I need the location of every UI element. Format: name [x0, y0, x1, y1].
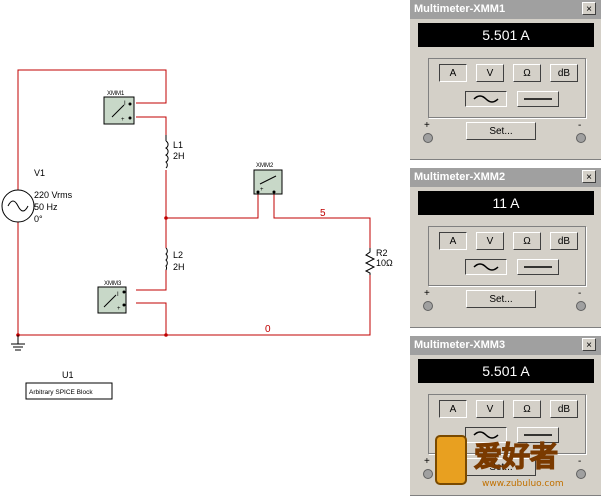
watermark-text: 爱好者: [474, 440, 558, 473]
ohm-button[interactable]: Ω: [513, 64, 541, 82]
dc-button[interactable]: [517, 427, 559, 443]
dc-line-icon: [524, 266, 552, 268]
u1-block: [25, 382, 113, 400]
amp-button[interactable]: A: [439, 64, 467, 82]
plus-terminal[interactable]: [423, 133, 433, 143]
window-title: Multimeter-XMM3: [414, 339, 506, 351]
svg-text:+: +: [117, 306, 121, 312]
db-button[interactable]: dB: [550, 400, 578, 418]
multimeter-xmm2-symbol: +: [253, 169, 283, 195]
minus-terminal[interactable]: [576, 469, 586, 479]
source-frequency: 50 Hz: [34, 202, 58, 212]
window-title: Multimeter-XMM1: [414, 3, 506, 15]
minus-terminal[interactable]: [576, 301, 586, 311]
watermark-logo: 爱好者 www.zubuluo.com: [432, 430, 597, 492]
title-bar[interactable]: Multimeter-XMM3 ×: [410, 336, 601, 355]
amp-button[interactable]: A: [439, 400, 467, 418]
source-name: V1: [34, 168, 45, 178]
l2-value: 2H: [173, 262, 185, 272]
source-phase: 0°: [34, 214, 43, 224]
set-button[interactable]: Set...: [466, 290, 536, 308]
title-bar[interactable]: Multimeter-XMM1 ×: [410, 0, 601, 19]
minus-terminal[interactable]: [576, 133, 586, 143]
minus-sign: -: [578, 120, 582, 131]
db-button[interactable]: dB: [550, 64, 578, 82]
ac-button[interactable]: [465, 259, 507, 275]
dc-button[interactable]: [517, 259, 559, 275]
mode-group: A V Ω dB: [428, 226, 586, 286]
plus-sign: +: [424, 456, 430, 467]
close-button[interactable]: ×: [582, 2, 596, 15]
xmm3-label: XMM3: [104, 281, 122, 287]
svg-text:+: +: [260, 187, 264, 193]
ac-button[interactable]: [465, 91, 507, 107]
plus-sign: +: [424, 288, 430, 299]
amp-button[interactable]: A: [439, 232, 467, 250]
mode-group: A V Ω dB: [428, 58, 586, 118]
multimeter-panel-xmm3: Multimeter-XMM3 × 5.501 A A V Ω dB + Set…: [409, 336, 601, 496]
mode-group: A V Ω dB: [428, 394, 586, 454]
reading-display: 11 A: [418, 191, 594, 215]
dc-line-icon: [524, 98, 552, 100]
inductor-l1: [164, 135, 169, 169]
ground-symbol: [11, 335, 25, 351]
inductor-l2: [165, 247, 168, 271]
multimeter-panel-xmm1: Multimeter-XMM1 × 5.501 A A V Ω dB + Set…: [409, 0, 601, 160]
ac-button[interactable]: [465, 427, 507, 443]
l2-name: L2: [173, 250, 183, 260]
r2-value: 10Ω: [376, 258, 393, 268]
close-button[interactable]: ×: [582, 170, 596, 183]
plus-sign: +: [424, 120, 430, 131]
plus-terminal[interactable]: [423, 469, 433, 479]
volt-button[interactable]: V: [476, 400, 504, 418]
svg-text:I: I: [124, 101, 126, 107]
resistor-r2: [364, 248, 376, 275]
xmm1-label: XMM1: [107, 91, 125, 97]
u1-label: Arbitrary SPICE Block: [29, 389, 93, 396]
minus-sign: -: [578, 288, 582, 299]
ohm-button[interactable]: Ω: [513, 400, 541, 418]
net-label-5: 5: [320, 208, 326, 219]
xmm2-label: XMM2: [256, 163, 274, 169]
wires: [17, 69, 371, 336]
close-button[interactable]: ×: [582, 338, 596, 351]
ac-wave-icon: [473, 95, 499, 103]
plus-terminal[interactable]: [423, 301, 433, 311]
r2-name: R2: [376, 248, 388, 258]
multimeter-panel-xmm2: Multimeter-XMM2 × 11 A A V Ω dB + Set...…: [409, 168, 601, 328]
logo-graphic: 爱好者 www.zubuluo.com: [435, 435, 564, 489]
net-label-0: 0: [265, 324, 271, 335]
dc-button[interactable]: [517, 91, 559, 107]
ac-wave-icon: [473, 431, 499, 439]
svg-text:+: +: [121, 117, 125, 123]
db-button[interactable]: dB: [550, 232, 578, 250]
dc-line-icon: [524, 434, 552, 436]
multimeter-xmm3-symbol: I +: [97, 286, 127, 314]
reading-display: 5.501 A: [418, 359, 594, 383]
schematic-workspace[interactable]: V1 220 Vrms 50 Hz 0° L1 2H L2 2H R2 10Ω …: [0, 0, 410, 496]
ac-source-v1: [1, 189, 35, 223]
minus-sign: -: [578, 456, 582, 467]
watermark-url: www.zubuluo.com: [482, 479, 564, 489]
ohm-button[interactable]: Ω: [513, 232, 541, 250]
volt-button[interactable]: V: [476, 64, 504, 82]
volt-button[interactable]: V: [476, 232, 504, 250]
multimeter-xmm1-symbol: I +: [103, 96, 135, 125]
l1-value: 2H: [173, 151, 185, 161]
ac-wave-icon: [473, 263, 499, 271]
circuit-diagram: V1 220 Vrms 50 Hz 0° L1 2H L2 2H R2 10Ω …: [1, 69, 393, 400]
u1-name: U1: [62, 370, 74, 380]
source-voltage: 220 Vrms: [34, 190, 73, 200]
reading-display: 5.501 A: [418, 23, 594, 47]
l1-name: L1: [173, 140, 183, 150]
svg-text:I: I: [117, 292, 119, 298]
set-button[interactable]: Set...: [466, 122, 536, 140]
title-bar[interactable]: Multimeter-XMM2 ×: [410, 168, 601, 187]
window-title: Multimeter-XMM2: [414, 171, 506, 183]
